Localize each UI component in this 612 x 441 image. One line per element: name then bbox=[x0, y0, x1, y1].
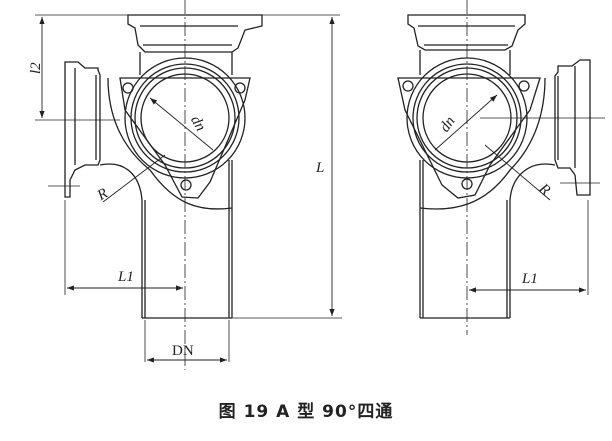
l2-label: l2 bbox=[28, 62, 44, 74]
dn-left-label: dn bbox=[187, 113, 208, 134]
right-view bbox=[397, 0, 605, 335]
dn-label: DN bbox=[172, 343, 194, 359]
r-left-label: R bbox=[94, 185, 111, 204]
figure-caption: 图 19 A 型 90°四通 bbox=[218, 402, 394, 422]
l1-right-label: L1 bbox=[521, 271, 538, 287]
l-label: L bbox=[315, 160, 324, 176]
r-right-label: R bbox=[535, 180, 553, 199]
l1-left-label: L1 bbox=[117, 269, 134, 285]
left-view bbox=[35, 0, 342, 370]
